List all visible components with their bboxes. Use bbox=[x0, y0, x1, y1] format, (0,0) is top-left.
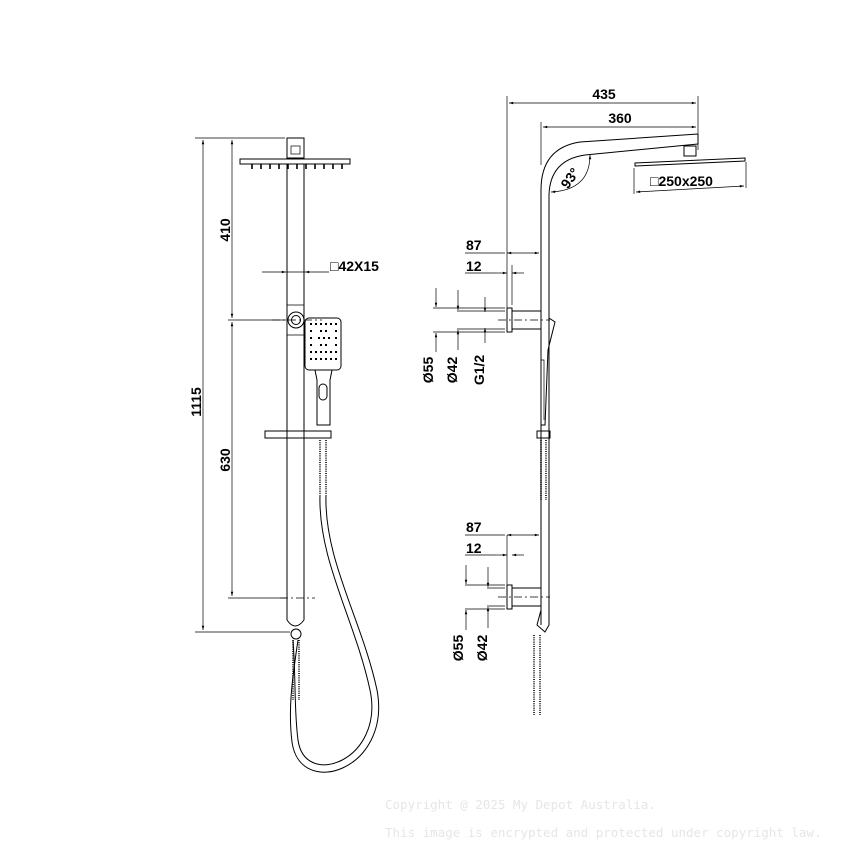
dim-upper-thread: G1/2 bbox=[471, 355, 487, 386]
watermark-notice: This image is encrypted and protected un… bbox=[385, 825, 822, 840]
hand-shower-nozzles bbox=[310, 323, 337, 360]
side-view: 435 360 93° □250x250 87 12 bbox=[420, 86, 747, 715]
dim-overall-height: 1115 bbox=[188, 387, 204, 417]
dim-arm-reach: 360 bbox=[608, 110, 632, 126]
upper-outlet: 87 12 Ø55 Ø42 G1/2 bbox=[420, 237, 550, 385]
dim-upper-flange: 12 bbox=[466, 258, 482, 274]
hose-front bbox=[289, 440, 380, 773]
dim-top-section: 410 bbox=[217, 218, 233, 242]
dim-head-size: □250x250 bbox=[650, 173, 713, 189]
dim-lower-offset: 87 bbox=[466, 519, 482, 535]
front-view: 1115 410 630 □42X15 bbox=[188, 137, 380, 773]
lower-outlet: 87 12 Ø55 Ø42 bbox=[450, 519, 550, 661]
dim-upper-d42: Ø42 bbox=[444, 357, 460, 384]
dim-lower-flange: 12 bbox=[466, 540, 482, 556]
nozzles-front bbox=[251, 164, 343, 169]
dim-arm-reach-total: 435 bbox=[592, 86, 616, 102]
dim-lower-d42: Ø42 bbox=[474, 635, 490, 662]
dim-arm-angle: 93° bbox=[557, 165, 582, 192]
dim-upper-d55: Ø55 bbox=[420, 357, 436, 384]
dim-rail-profile: □42X15 bbox=[330, 258, 379, 274]
dim-lower-d55: Ø55 bbox=[450, 635, 466, 662]
watermark-copyright: Copyright @ 2025 My Depot Australia. bbox=[385, 797, 656, 812]
dim-rail-section: 630 bbox=[217, 448, 233, 472]
dim-upper-offset: 87 bbox=[466, 237, 482, 253]
